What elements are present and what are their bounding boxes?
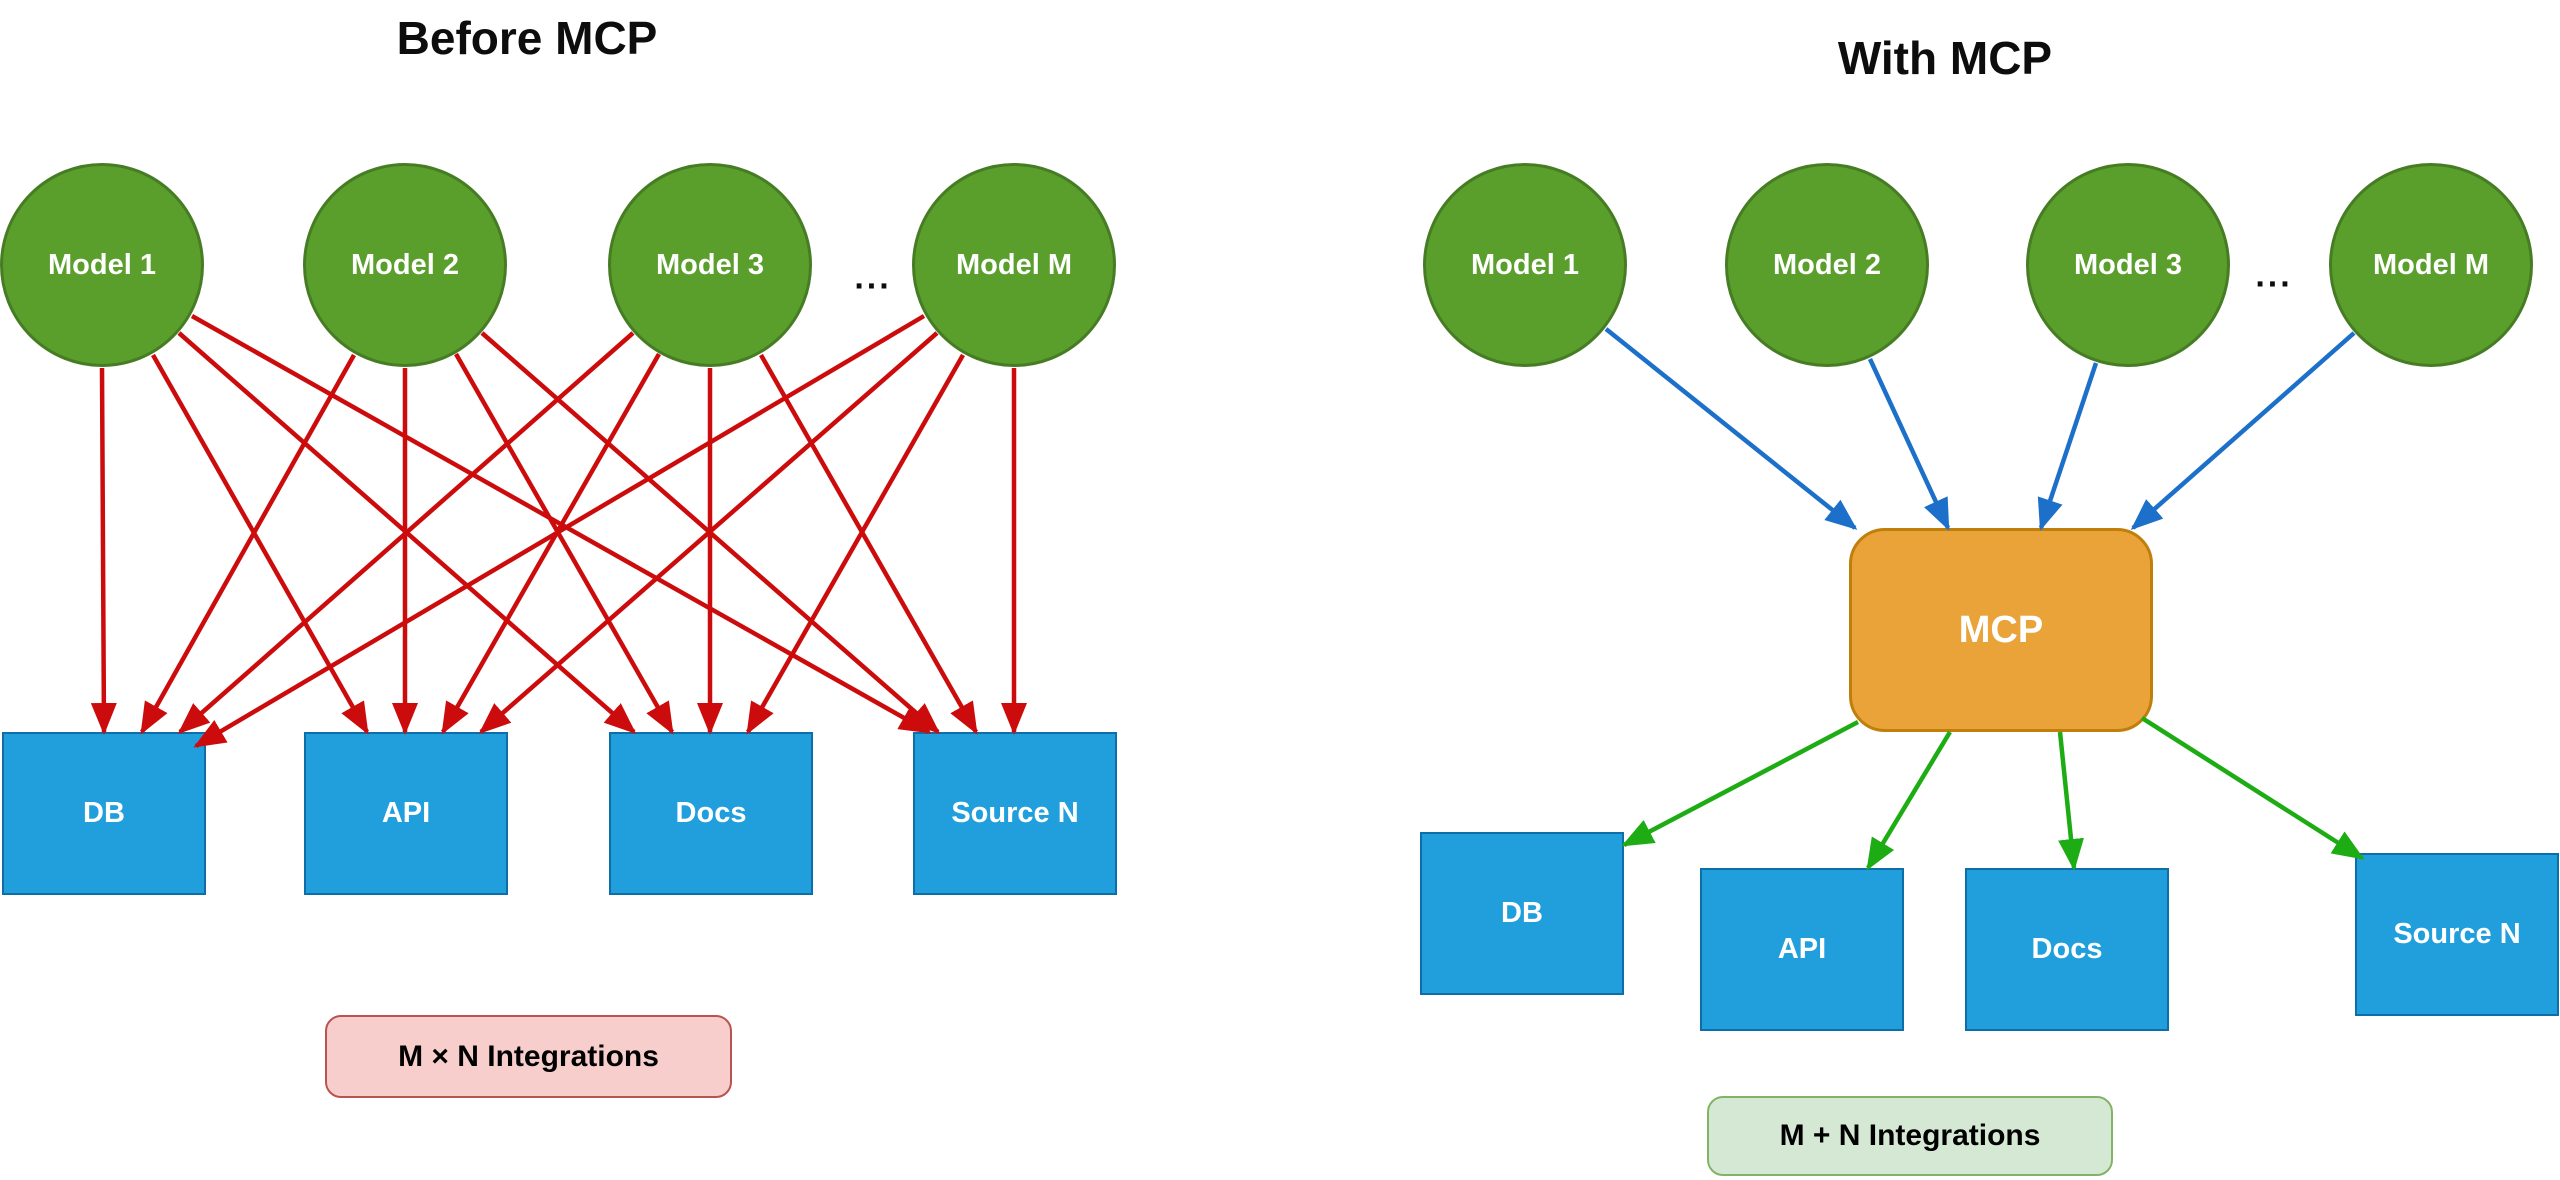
- m-plus-n-integrations-label: M + N Integrations: [1779, 1119, 2041, 1152]
- model-node: Model 3: [608, 163, 812, 367]
- left-models-ellipsis: ...: [854, 258, 892, 297]
- edge-arrow: [1621, 720, 1860, 847]
- edge-arrow: [177, 331, 637, 734]
- model-label: Model M: [956, 248, 1072, 281]
- model-label: Model 3: [656, 248, 764, 281]
- model-label: Model M: [2373, 248, 2489, 281]
- edge-arrow: [2037, 362, 2099, 531]
- with-mcp-title: With MCP: [1837, 32, 2053, 84]
- source-node: Source N: [2355, 853, 2559, 1016]
- edge-arrow: [2130, 331, 2356, 530]
- edge-arrow: [2057, 731, 2084, 871]
- source-node: Docs: [609, 732, 813, 895]
- source-label: DB: [83, 797, 125, 829]
- mcp-hub-node: MCP: [1849, 528, 2153, 732]
- model-node: Model M: [912, 163, 1116, 367]
- right-models-ellipsis: ...: [2255, 256, 2293, 295]
- source-node: Docs: [1965, 868, 2169, 1031]
- source-node: DB: [1420, 832, 1624, 995]
- edge-arrow: [759, 353, 978, 735]
- m-times-n-integrations-label: M × N Integrations: [398, 1039, 659, 1073]
- edge-arrow: [151, 353, 369, 735]
- edge-arrow: [1867, 358, 1951, 531]
- source-node: Source N: [913, 732, 1117, 895]
- edge-arrow: [441, 352, 661, 735]
- model-node: Model 3: [2026, 163, 2230, 367]
- source-node: API: [1700, 868, 1904, 1031]
- edge-arrow: [190, 314, 932, 734]
- edge-arrow: [478, 331, 939, 734]
- edge-arrow: [454, 352, 674, 735]
- source-label: DB: [1501, 897, 1543, 929]
- model-label: Model 2: [1773, 248, 1881, 281]
- source-node: DB: [2, 732, 206, 895]
- source-label: Docs: [675, 797, 747, 829]
- model-label: Model 2: [351, 248, 459, 281]
- model-label: Model 3: [2074, 248, 2182, 281]
- edge-arrow: [746, 353, 965, 735]
- source-label: API: [1777, 933, 1827, 965]
- model-node: Model 1: [0, 163, 204, 367]
- m-plus-n-integrations-badge: M + N Integrations: [1707, 1096, 2113, 1176]
- before-mcp-title: Before MCP: [396, 12, 658, 64]
- mcp-hub-label: MCP: [1958, 608, 2044, 651]
- model-node: Model 2: [303, 163, 507, 367]
- edge-arrow: [1866, 730, 1952, 871]
- model-node: Model 2: [1725, 163, 1929, 367]
- edge-arrow: [2140, 716, 2365, 860]
- source-label: Source N: [2393, 918, 2521, 950]
- edge-arrow: [177, 331, 635, 734]
- model-node: Model M: [2329, 163, 2533, 367]
- edge-arrow: [90, 367, 117, 735]
- source-label: Source N: [951, 797, 1079, 829]
- source-node: API: [304, 732, 508, 895]
- edge-arrow: [140, 353, 356, 735]
- source-label: Docs: [2031, 933, 2103, 965]
- m-times-n-integrations-badge: M × N Integrations: [325, 1015, 732, 1098]
- edge-arrow: [193, 314, 926, 748]
- model-label: Model 1: [1471, 248, 1579, 281]
- model-label: Model 1: [48, 248, 156, 281]
- source-label: API: [381, 797, 431, 829]
- model-node: Model 1: [1423, 163, 1627, 367]
- edge-arrow: [480, 331, 941, 734]
